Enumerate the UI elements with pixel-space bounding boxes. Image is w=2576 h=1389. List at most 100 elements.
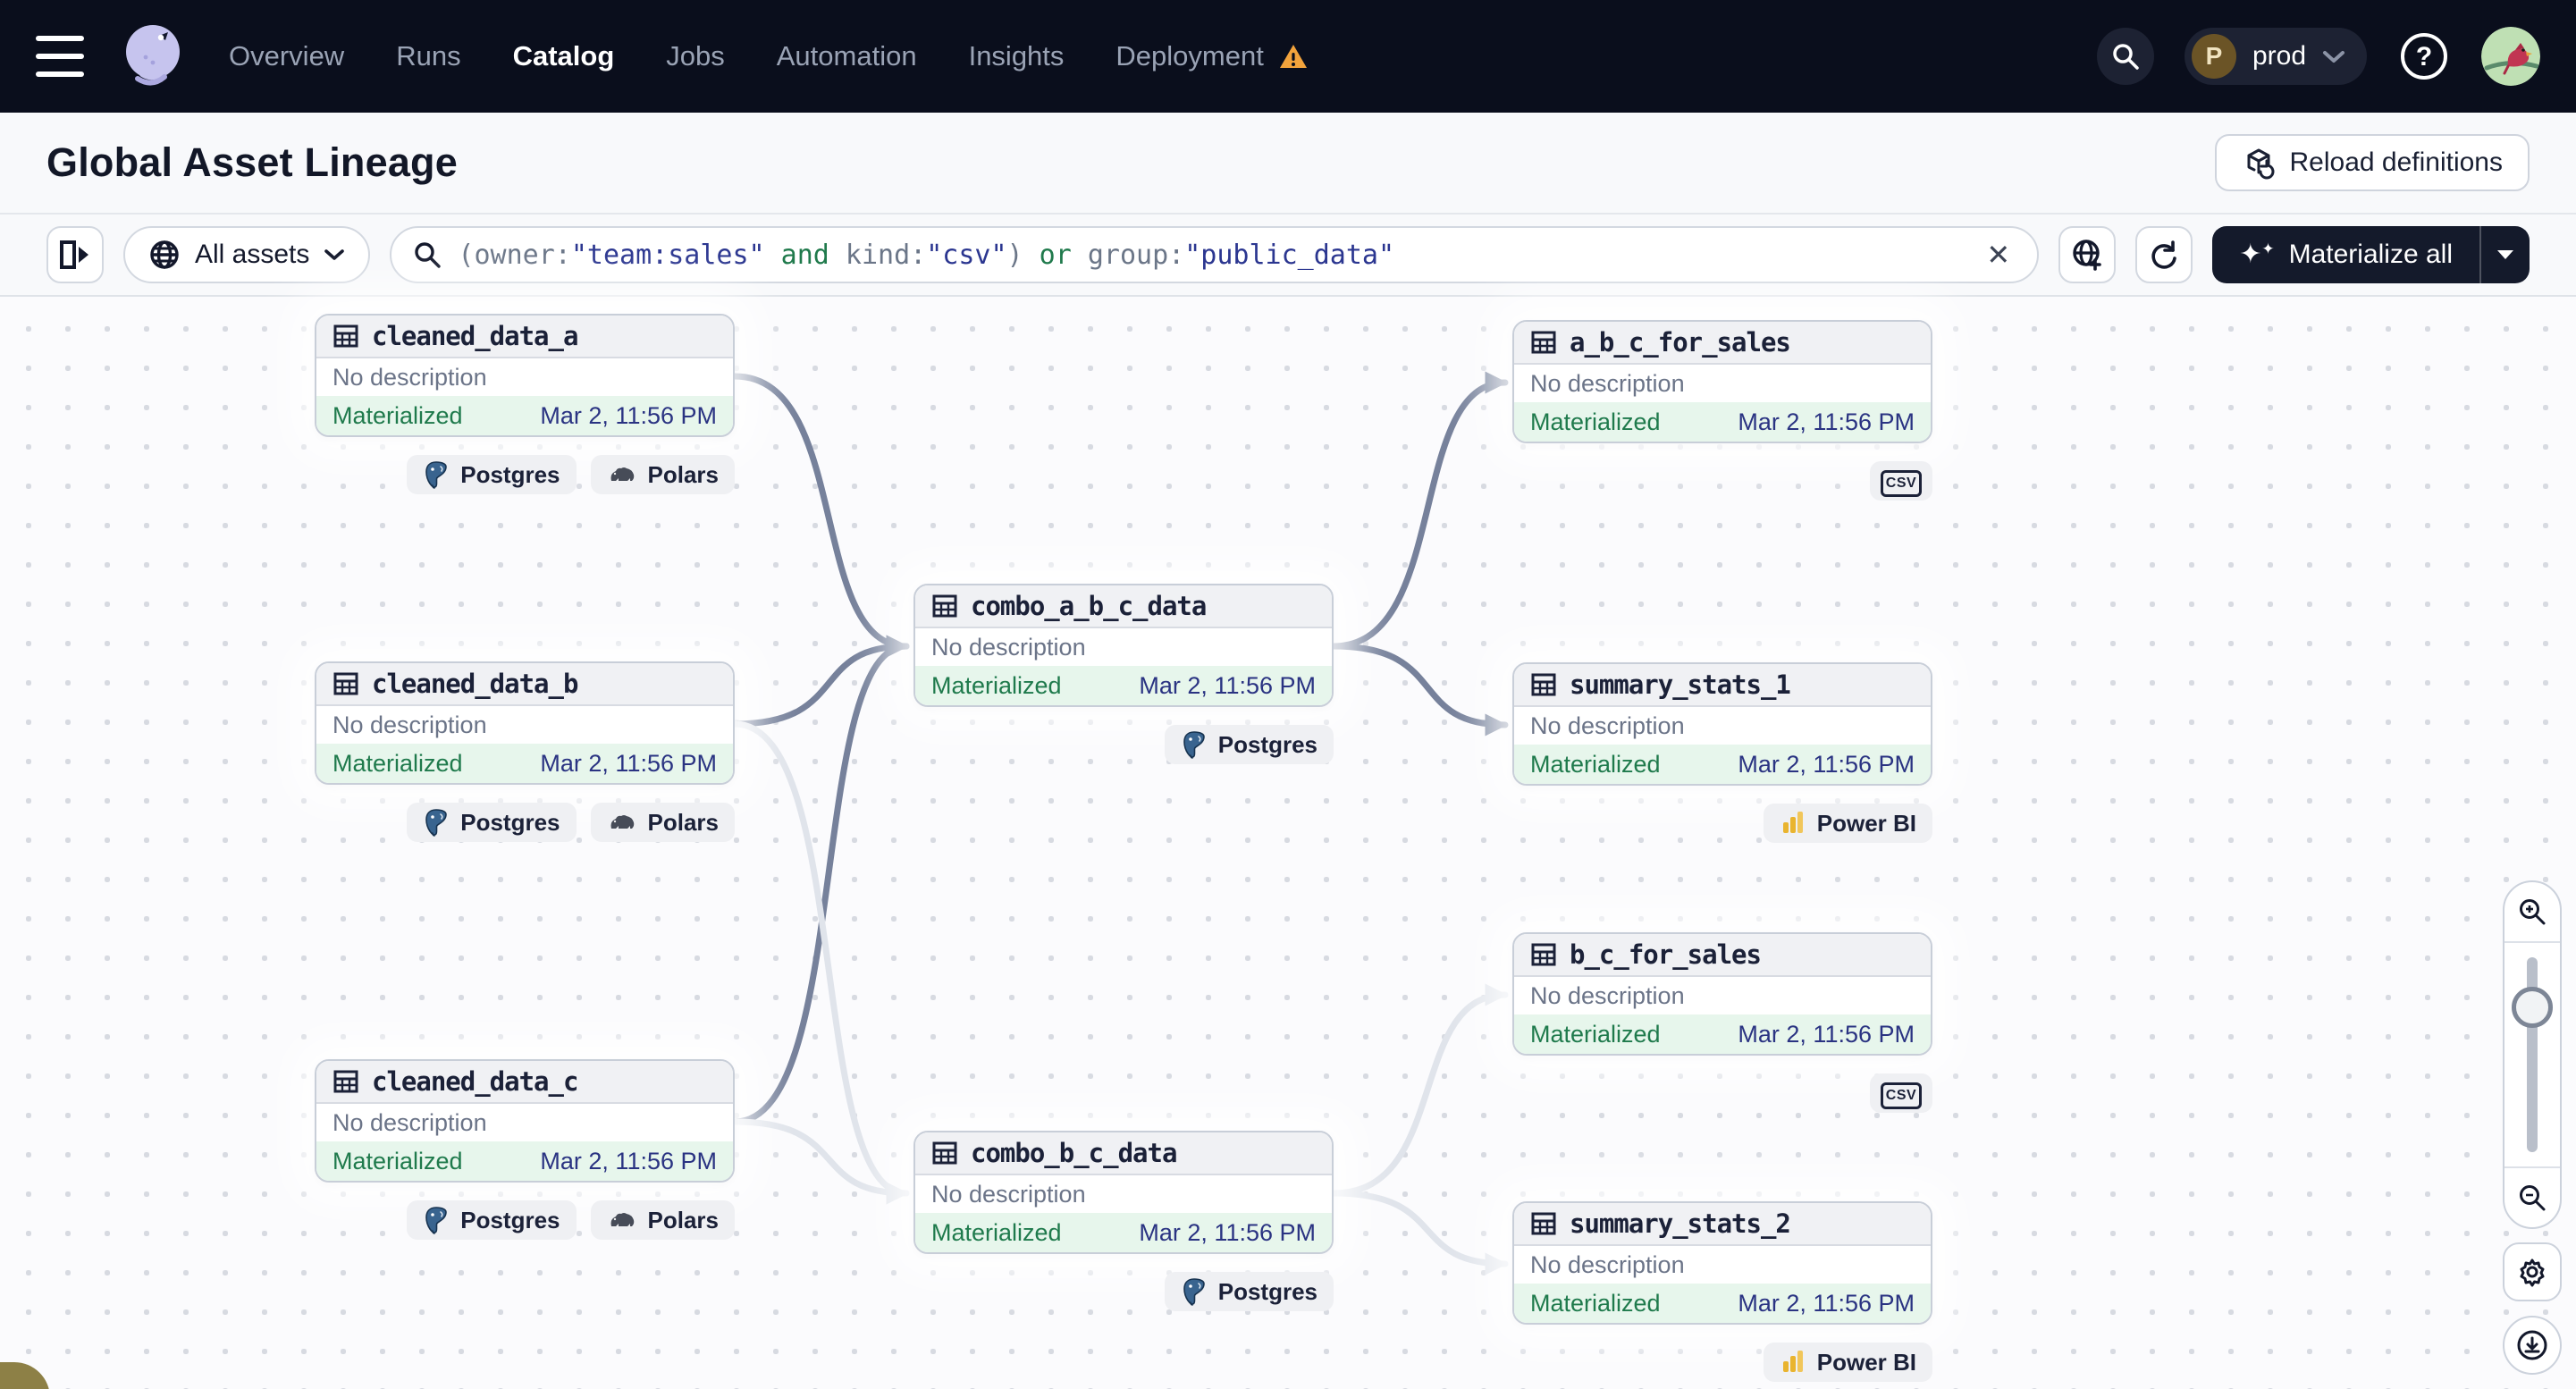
deployment-initial: P xyxy=(2191,34,2236,79)
asset-description: No description xyxy=(1530,1250,1685,1278)
hamburger-icon[interactable] xyxy=(36,36,84,77)
nav-item-deployment[interactable]: Deployment xyxy=(1115,40,1308,72)
asset-node-cleaned_data_c[interactable]: cleaned_data_c No description Materializ… xyxy=(315,1059,735,1183)
asset-name: summary_stats_1 xyxy=(1570,669,1791,700)
table-icon xyxy=(1530,671,1557,698)
asset-timestamp[interactable]: Mar 2, 11:56 PM xyxy=(540,401,717,429)
asset-timestamp[interactable]: Mar 2, 11:56 PM xyxy=(1139,671,1316,699)
kind-badge-polars[interactable]: Polars xyxy=(590,1200,735,1240)
download-graph-button[interactable] xyxy=(2503,1316,2562,1375)
query-segment-op: and xyxy=(764,239,846,271)
asset-status: Materialized xyxy=(931,1218,1062,1246)
asset-node-combo_b_c_data[interactable]: combo_b_c_data No description Materializ… xyxy=(913,1131,1334,1254)
asset-timestamp[interactable]: Mar 2, 11:56 PM xyxy=(540,749,717,777)
asset-timestamp[interactable]: Mar 2, 11:56 PM xyxy=(1738,1289,1915,1317)
nav-item-insights[interactable]: Insights xyxy=(969,40,1065,72)
kind-badge-label: Postgres xyxy=(1217,730,1317,758)
kind-badges-b_c_for_sales: CSV xyxy=(1512,1073,1932,1113)
lineage-edges xyxy=(731,371,1509,1275)
open-sidebar-button[interactable] xyxy=(46,226,104,283)
page-title: Global Asset Lineage xyxy=(46,139,458,185)
materialize-all-button[interactable]: ✦✦ Materialize all xyxy=(2212,226,2530,283)
avatar[interactable] xyxy=(2481,27,2540,86)
kind-badge-postgres[interactable]: Postgres xyxy=(407,803,577,842)
asset-timestamp[interactable]: Mar 2, 11:56 PM xyxy=(1738,408,1915,435)
nav-item-jobs[interactable]: Jobs xyxy=(666,40,724,72)
kind-badges-a_b_c_for_sales: CSV xyxy=(1512,461,1932,501)
query-segment-punct: ( xyxy=(458,239,475,271)
deployment-switcher[interactable]: P prod xyxy=(2184,28,2367,85)
kind-badge-power-bi[interactable]: Power BI xyxy=(1763,804,1932,843)
top-nav: Overview Runs Catalog Jobs Automation Insight… xyxy=(0,0,2576,113)
asset-filter-label: All assets xyxy=(195,240,310,269)
asset-name: cleaned_data_a xyxy=(372,321,578,351)
graph-settings-button[interactable] xyxy=(2503,1242,2562,1301)
kind-badges-combo_a_b_c_data: Postgres xyxy=(913,725,1334,764)
table-icon xyxy=(1530,329,1557,356)
asset-status-row: Materialized Mar 2, 11:56 PM xyxy=(316,1141,733,1181)
asset-node-cleaned_data_a[interactable]: cleaned_data_a No description Materializ… xyxy=(315,314,735,437)
asset-timestamp[interactable]: Mar 2, 11:56 PM xyxy=(1738,1020,1915,1048)
asset-node-b_c_for_sales[interactable]: b_c_for_sales No description Materialize… xyxy=(1512,932,1932,1056)
kind-badge-label: Power BI xyxy=(1816,1348,1916,1376)
table-icon xyxy=(333,670,359,697)
dagster-logo[interactable] xyxy=(116,18,193,95)
kind-badge-polars[interactable]: Polars xyxy=(590,803,735,842)
reload-definitions-button[interactable]: Reload definitions xyxy=(2214,134,2530,191)
kind-badge-power-bi[interactable]: Power BI xyxy=(1763,1343,1932,1382)
refresh-button[interactable] xyxy=(2135,226,2193,283)
nav-item-runs[interactable]: Runs xyxy=(396,40,460,72)
materialize-options-caret[interactable] xyxy=(2479,226,2530,283)
asset-filter-dropdown[interactable]: All assets xyxy=(123,226,371,283)
search-button[interactable] xyxy=(2096,28,2154,85)
asset-search-input[interactable]: (owner:"team:sales" and kind:"csv") or g… xyxy=(390,226,2040,283)
nav-item-catalog[interactable]: Catalog xyxy=(513,40,615,72)
kind-badge-csv[interactable]: CSV xyxy=(1870,461,1932,501)
kind-badges-cleaned_data_a: Postgres Polars xyxy=(315,455,735,494)
asset-description: No description xyxy=(1530,369,1685,397)
kind-badge-postgres[interactable]: Postgres xyxy=(407,1200,577,1240)
zoom-slider-thumb[interactable] xyxy=(2512,987,2553,1028)
nav-item-automation[interactable]: Automation xyxy=(777,40,917,72)
globe-add-icon xyxy=(2070,238,2104,272)
asset-status: Materialized xyxy=(1530,1020,1661,1048)
nav-item-label: Catalog xyxy=(512,40,615,72)
zoom-out-button[interactable] xyxy=(2504,1168,2560,1227)
kind-badge-label: Postgres xyxy=(460,460,560,488)
sparkles-icon: ✦✦ xyxy=(2239,240,2275,269)
asset-timestamp[interactable]: Mar 2, 11:56 PM xyxy=(540,1147,717,1174)
postgres-icon xyxy=(423,460,450,489)
reload-cube-icon xyxy=(2242,146,2276,180)
asset-node-combo_a_b_c_data[interactable]: combo_a_b_c_data No description Material… xyxy=(913,584,1334,707)
lineage-edge-cleaned_data_b-to-combo_b_c_data xyxy=(731,720,910,1205)
reload-definitions-label: Reload definitions xyxy=(2289,147,2504,177)
kind-badge-postgres[interactable]: Postgres xyxy=(1164,1272,1334,1311)
asset-status: Materialized xyxy=(333,401,463,429)
lineage-canvas[interactable]: cleaned_data_a No description Materializ… xyxy=(0,297,2576,1389)
asset-node-summary_stats_2[interactable]: summary_stats_2 No description Materiali… xyxy=(1512,1201,1932,1325)
lineage-edge-cleaned_data_c-to-combo_b_c_data xyxy=(731,1118,910,1205)
asset-node-cleaned_data_b[interactable]: cleaned_data_b No description Materializ… xyxy=(315,661,735,785)
help-button[interactable]: ? xyxy=(2397,29,2451,83)
asset-status: Materialized xyxy=(931,671,1062,699)
nav-item-label: Runs xyxy=(396,40,461,72)
globe-add-button[interactable] xyxy=(2058,226,2117,283)
nav-item-overview[interactable]: Overview xyxy=(229,40,344,72)
kind-badges-summary_stats_2: Power BI xyxy=(1512,1343,1932,1382)
zoom-slider[interactable] xyxy=(2504,943,2560,1166)
kind-badge-postgres[interactable]: Postgres xyxy=(407,455,577,494)
asset-timestamp[interactable]: Mar 2, 11:56 PM xyxy=(1738,750,1915,778)
asset-node-summary_stats_1[interactable]: summary_stats_1 No description Materiali… xyxy=(1512,662,1932,786)
zoom-in-button[interactable] xyxy=(2504,882,2560,941)
lineage-edge-combo_b_c_data-to-summary_stats_2 xyxy=(1330,1190,1509,1275)
clear-search-icon[interactable]: ✕ xyxy=(1986,239,2011,271)
globe-icon xyxy=(148,239,181,271)
title-bar: Global Asset Lineage Reload definitions xyxy=(0,113,2576,215)
asset-node-a_b_c_for_sales[interactable]: a_b_c_for_sales No description Materiali… xyxy=(1512,320,1932,443)
kind-badge-postgres[interactable]: Postgres xyxy=(1164,725,1334,764)
search-icon xyxy=(2110,41,2141,72)
asset-timestamp[interactable]: Mar 2, 11:56 PM xyxy=(1139,1218,1316,1246)
kind-badge-polars[interactable]: Polars xyxy=(590,455,735,494)
lineage-edge-combo_a_b_c_data-to-a_b_c_for_sales xyxy=(1330,371,1509,650)
kind-badge-csv[interactable]: CSV xyxy=(1870,1073,1932,1113)
